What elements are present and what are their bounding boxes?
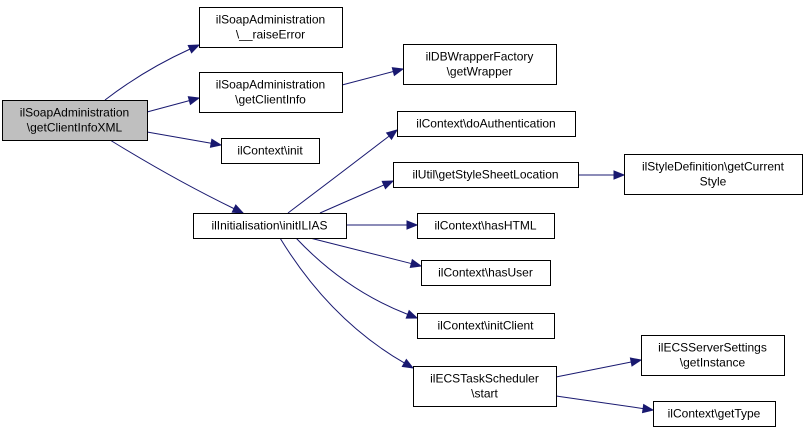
edge-line: [341, 71, 394, 86]
arrow-head-icon: [629, 357, 643, 367]
node-label-line: \__raiseError: [236, 28, 305, 42]
edge-line: [555, 395, 644, 410]
node-box: [421, 260, 551, 286]
edge-root-to-getClientInfo: [146, 96, 201, 113]
edge-initILIAS-to-hasHTML: [346, 220, 419, 230]
node-hasUser[interactable]: ilContext\hasUser: [421, 260, 551, 286]
edge-initILIAS-to-initClient: [295, 237, 419, 319]
node-box: [653, 401, 776, 427]
edge-line: [104, 48, 191, 101]
node-label-line: ilContext\doAuthentication: [416, 117, 555, 131]
node-label-line: ilInitialisation\initILIAS: [211, 219, 327, 233]
node-ecsStart[interactable]: ilECSTaskScheduler\start: [413, 366, 557, 407]
node-box: [417, 313, 555, 339]
node-ecsGetInstance[interactable]: ilECSServerSettings\getInstance: [641, 335, 785, 376]
nodes-layer: ilSoapAdministration\getClientInfoXMLilS…: [2, 7, 803, 427]
node-box: [624, 154, 803, 195]
node-label-line: ilContext\hasHTML: [434, 219, 536, 233]
node-label-line: ilContext\hasUser: [438, 266, 533, 280]
arrow-head-icon: [406, 220, 419, 230]
edge-ecsStart-to-getType: [555, 395, 655, 414]
node-contextInit[interactable]: ilContext\init: [221, 138, 320, 164]
node-box: [641, 335, 785, 376]
arrow-head-icon: [187, 44, 201, 54]
edge-line: [555, 361, 632, 378]
node-box: [397, 111, 576, 137]
node-getType[interactable]: ilContext\getType: [653, 401, 776, 427]
node-box: [2, 100, 148, 141]
edge-root-to-raiseError: [104, 44, 201, 101]
edge-line: [146, 131, 212, 144]
node-label-line: ilSoapAdministration: [216, 78, 325, 92]
edge-initILIAS-to-hasUser: [309, 237, 423, 269]
node-box: [417, 213, 555, 239]
node-root[interactable]: ilSoapAdministration\getClientInfoXML: [2, 100, 148, 141]
arrow-head-icon: [385, 129, 399, 141]
edge-root-to-contextInit: [146, 131, 223, 148]
edge-initILIAS-to-getStyleSheet: [319, 180, 395, 214]
node-label-line: ilDBWrapperFactory: [426, 50, 534, 64]
node-getClientInfo[interactable]: ilSoapAdministration\getClientInfo: [199, 72, 343, 113]
node-label-line: ilSoapAdministration: [20, 106, 129, 120]
edge-line: [287, 135, 390, 214]
node-label-line: Style: [700, 175, 727, 189]
arrow-head-icon: [231, 204, 245, 214]
node-box: [221, 138, 320, 164]
arrow-head-icon: [405, 309, 419, 319]
node-initILIAS[interactable]: ilInitialisation\initILIAS: [193, 213, 347, 239]
node-hasHTML[interactable]: ilContext\hasHTML: [417, 213, 555, 239]
node-raiseError[interactable]: ilSoapAdministration\__raiseError: [199, 7, 343, 48]
edge-line: [295, 237, 408, 315]
node-label-line: \start: [471, 387, 498, 401]
edge-root-to-initILIAS: [109, 139, 245, 214]
edge-ecsStart-to-ecsGetInstance: [555, 357, 643, 378]
node-initClient[interactable]: ilContext\initClient: [417, 313, 555, 339]
node-label-line: ilContext\initClient: [437, 319, 534, 333]
node-getStyleSheet[interactable]: ilUtil\getStyleSheetLocation: [393, 162, 579, 188]
node-label-line: ilContext\getType: [668, 407, 761, 421]
arrow-head-icon: [613, 170, 626, 180]
node-label-line: \getWrapper: [447, 65, 513, 79]
node-label-line: \getInstance: [680, 356, 746, 370]
arrow-head-icon: [209, 138, 223, 148]
node-label-line: \getClientInfo: [235, 93, 306, 107]
node-box: [403, 44, 557, 85]
node-box: [199, 72, 343, 113]
arrow-head-icon: [187, 96, 201, 106]
node-label-line: ilContext\init: [237, 144, 303, 158]
edge-initILIAS-to-ecsStart: [279, 237, 415, 369]
node-box: [193, 213, 347, 239]
node-label-line: ilUtil\getStyleSheetLocation: [412, 168, 558, 182]
node-getWrapper[interactable]: ilDBWrapperFactory\getWrapper: [403, 44, 557, 85]
arrow-head-icon: [409, 258, 423, 269]
edge-line: [309, 237, 412, 265]
edge-line: [279, 237, 405, 364]
edge-getClientInfo-to-getWrapper: [341, 67, 405, 86]
edge-line: [319, 184, 385, 214]
node-box: [199, 7, 343, 48]
node-label-line: ilECSTaskScheduler: [430, 372, 539, 386]
edges-layer: [104, 44, 655, 414]
arrow-head-icon: [391, 67, 405, 77]
node-box: [393, 162, 579, 188]
edge-line: [109, 139, 235, 210]
edge-initILIAS-to-doAuth: [287, 129, 399, 214]
node-label-line: ilStyleDefinition\getCurrent: [642, 160, 785, 174]
node-box: [413, 366, 557, 407]
edge-line: [146, 100, 190, 113]
node-label-line: ilSoapAdministration: [216, 13, 325, 27]
arrow-head-icon: [401, 358, 415, 369]
edge-getStyleSheet-to-currentStyle: [578, 170, 626, 180]
node-label-line: \getClientInfoXML: [27, 121, 123, 135]
arrow-head-icon: [381, 180, 395, 190]
node-doAuth[interactable]: ilContext\doAuthentication: [397, 111, 576, 137]
node-label-line: ilECSServerSettings: [658, 341, 767, 355]
arrow-head-icon: [641, 403, 655, 414]
